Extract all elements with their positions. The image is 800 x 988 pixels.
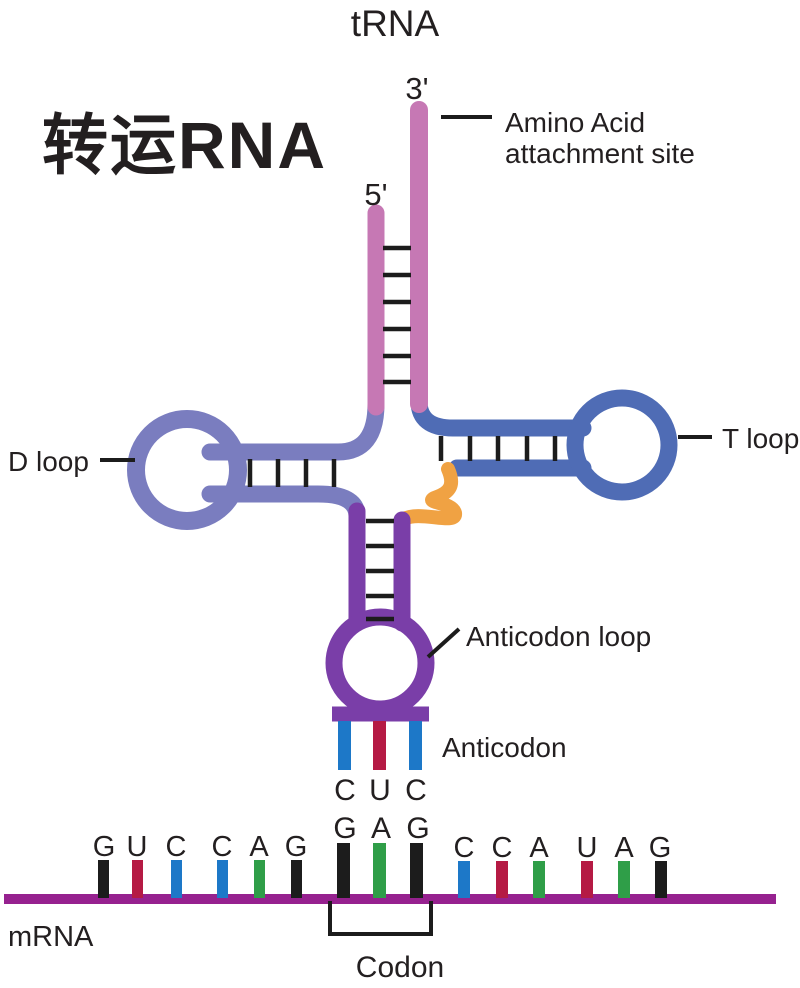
mrna-base-letter: G bbox=[285, 831, 308, 863]
codon-base-letter: A bbox=[371, 812, 391, 845]
five-prime-label: 5' bbox=[364, 177, 387, 212]
mrna-base-tick bbox=[291, 860, 302, 898]
mrna-strand bbox=[4, 894, 776, 904]
mrna-base-tick bbox=[171, 860, 182, 898]
anticodon-base-letter: C bbox=[405, 774, 427, 807]
mrna-base-tick bbox=[458, 861, 470, 898]
three-prime-label: 3' bbox=[405, 71, 428, 106]
mrna-base-tick bbox=[618, 861, 630, 898]
mrna-base-tick bbox=[217, 860, 228, 898]
anticodon-label: Anticodon bbox=[442, 732, 567, 763]
mrna-left-bases: G U C C A G bbox=[93, 831, 308, 898]
mrna-base-letter: U bbox=[127, 831, 148, 863]
mrna-base-tick bbox=[132, 860, 143, 898]
anticodon-base-letter: U bbox=[369, 774, 391, 807]
diagram-title: tRNA bbox=[351, 3, 440, 44]
t-arm-top-strand bbox=[410, 392, 592, 437]
anticodon-loop-ring bbox=[325, 608, 435, 718]
anticodon-loop-label: Anticodon loop bbox=[466, 621, 651, 652]
mrna-base-letter: G bbox=[93, 831, 116, 863]
d-loop-ring bbox=[127, 410, 247, 530]
anticodon-stem-rungs bbox=[366, 518, 394, 622]
mrna-base-letter: C bbox=[166, 831, 187, 863]
anticodon-base-tick bbox=[373, 721, 386, 770]
d-stem-rungs bbox=[247, 459, 337, 487]
codon-bracket bbox=[328, 901, 433, 936]
variable-loop-strand bbox=[397, 462, 462, 526]
anticodon-base-tick bbox=[409, 721, 422, 770]
amino-acid-label-line1: Amino Acid bbox=[505, 107, 645, 138]
acceptor-stem-rungs bbox=[383, 245, 411, 385]
codon-bases: G A G bbox=[333, 812, 430, 898]
anticodon-loop-pointer-line bbox=[426, 627, 461, 659]
t-stem-rungs bbox=[438, 436, 558, 461]
mrna-base-letter: U bbox=[577, 832, 598, 864]
mrna-base-letter: C bbox=[212, 831, 233, 863]
anticodon-base-letter: C bbox=[334, 774, 356, 807]
anticodon-base-tick bbox=[338, 721, 351, 770]
mrna-base-tick bbox=[533, 861, 545, 898]
mrna-label: mRNA bbox=[8, 921, 94, 953]
t-loop-ring bbox=[566, 389, 678, 501]
mrna-base-tick bbox=[98, 860, 109, 898]
codon-label: Codon bbox=[356, 951, 444, 984]
mrna-base-letter: G bbox=[649, 832, 672, 864]
codon-base-letter: G bbox=[406, 812, 429, 845]
codon-base-letter: G bbox=[333, 812, 356, 845]
mrna-base-letter: A bbox=[614, 832, 634, 864]
t-loop-label: T loop bbox=[722, 423, 799, 454]
mrna-base-letter: A bbox=[249, 831, 269, 863]
codon-base-tick bbox=[373, 843, 386, 898]
codon-base-tick bbox=[410, 843, 423, 898]
amino-acid-label-line2: attachment site bbox=[505, 138, 695, 169]
mrna-right-bases: C C A U A G bbox=[454, 832, 672, 898]
mrna-base-tick bbox=[496, 861, 508, 898]
mrna-base-tick bbox=[254, 860, 265, 898]
mrna-base-letter: C bbox=[454, 832, 475, 864]
cn-overlay-label: 转运RNA bbox=[42, 108, 327, 182]
anticodon-bases: C U C bbox=[334, 721, 427, 807]
mrna-base-tick bbox=[581, 861, 593, 898]
mrna-base-letter: A bbox=[529, 832, 549, 864]
mrna-base-tick bbox=[655, 861, 667, 898]
codon-base-tick bbox=[337, 843, 350, 898]
d-loop-label: D loop bbox=[8, 446, 89, 477]
mrna-base-letter: C bbox=[492, 832, 513, 864]
